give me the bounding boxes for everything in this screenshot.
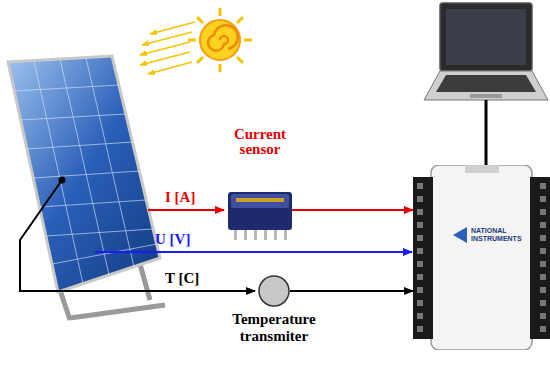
voltage-wire	[95, 251, 412, 253]
temperature-transmitter-shape	[258, 275, 290, 307]
signal-name: T [C]	[165, 270, 199, 287]
daq-device: NATIONAL INSTRUMENTS	[413, 165, 550, 350]
usb-cable	[485, 100, 488, 165]
temperature-wire	[20, 180, 255, 291]
signal-name: U [V]	[155, 231, 190, 248]
signal-name: I [A]	[165, 189, 195, 206]
sun-rays	[140, 22, 195, 74]
current-sensor: Current sensor	[228, 188, 292, 240]
signal-connector	[290, 290, 413, 292]
signal-connector	[292, 209, 413, 211]
laptop	[424, 3, 548, 100]
current-wire	[148, 209, 224, 211]
node-label: Temperature transmiter	[206, 311, 342, 344]
sun	[188, 8, 252, 72]
current-sensor-shape	[228, 188, 292, 240]
daq-device-shape	[413, 165, 550, 350]
node-label: Current sensor	[216, 127, 304, 159]
solar-panel	[8, 56, 160, 292]
temperature-transmitter: Temperature transmiter	[258, 275, 290, 307]
node-label: NATIONAL INSTRUMENTS	[471, 227, 527, 243]
